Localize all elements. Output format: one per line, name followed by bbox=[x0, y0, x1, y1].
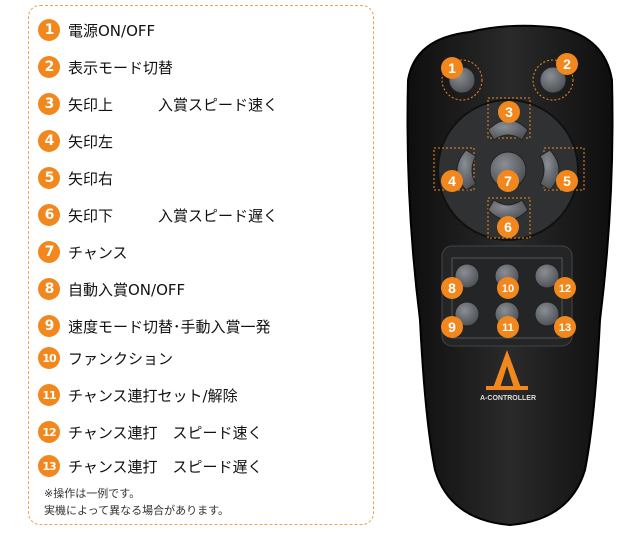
callout-1-text: 1 bbox=[448, 60, 456, 76]
callout-5-text: 5 bbox=[563, 173, 571, 189]
callout-9 bbox=[441, 316, 463, 338]
up-arrow-button bbox=[487, 119, 529, 141]
callout-10 bbox=[497, 277, 519, 299]
legend-item-11: 11 チャンス連打セット/解除 bbox=[38, 382, 238, 408]
callout-6-text: 6 bbox=[504, 219, 512, 235]
legend-item-6: 6 矢印下 入賞スピード遅く bbox=[38, 202, 278, 228]
legend-label-13: チャンス連打 スピード遅く bbox=[68, 457, 263, 476]
callout-10-text: 10 bbox=[502, 283, 514, 295]
legend-label-11: チャンス連打セット/解除 bbox=[68, 386, 238, 405]
callout-3 bbox=[498, 101, 520, 123]
callout-5 bbox=[556, 170, 578, 192]
legend-item-9: 9 速度モード切替･手動入賞一発 bbox=[38, 313, 271, 339]
legend-item-3: 3 矢印上 入賞スピード速く bbox=[38, 91, 278, 117]
legend-item-2: 2 表示モード切替 bbox=[38, 54, 173, 80]
legend-label-4: 矢印左 bbox=[68, 132, 114, 151]
number-badge-3: 3 bbox=[38, 93, 60, 115]
number-badge-10: 10 bbox=[38, 347, 60, 369]
callout-13-text: 13 bbox=[559, 322, 571, 334]
chance-fast-button bbox=[534, 263, 560, 289]
number-badge-4: 4 bbox=[38, 130, 60, 152]
callout-8 bbox=[441, 277, 463, 299]
legend-label-3: 矢印上 入賞スピード速く bbox=[68, 95, 279, 114]
legend-label-9: 速度モード切替･手動入賞一発 bbox=[68, 317, 271, 336]
legend-label-2: 表示モード切替 bbox=[68, 58, 174, 77]
legend-label-7: チャンス bbox=[68, 243, 128, 262]
legend-item-12: 12 チャンス連打 スピード速く bbox=[38, 419, 263, 445]
brand-text: A-CONTROLLER bbox=[480, 395, 536, 402]
legend-label-6: 矢印下 入賞スピード遅く bbox=[68, 206, 279, 225]
number-badge-5: 5 bbox=[38, 167, 60, 189]
callout-4 bbox=[441, 170, 463, 192]
callout-4-text: 4 bbox=[448, 173, 456, 189]
callout-9-text: 9 bbox=[448, 319, 456, 335]
mode-button bbox=[539, 66, 567, 94]
legend-item-4: 4 矢印左 bbox=[38, 128, 113, 154]
legend-item-10: 10 ファンクション bbox=[38, 345, 173, 371]
speed-mode-button bbox=[454, 301, 480, 327]
legend-panel bbox=[28, 5, 374, 525]
legend-label-1: 電源ON/OFF bbox=[68, 21, 156, 40]
legend-item-7: 7 チャンス bbox=[38, 239, 128, 265]
callout-11-text: 11 bbox=[502, 322, 514, 334]
callout-12-text: 12 bbox=[559, 283, 571, 295]
right-arrow-button bbox=[539, 149, 560, 191]
callout-2 bbox=[556, 53, 578, 75]
callout-6 bbox=[497, 216, 519, 238]
callout-2-text: 2 bbox=[563, 56, 571, 72]
legend-item-1: 1 電源ON/OFF bbox=[38, 17, 155, 43]
number-badge-12: 12 bbox=[38, 421, 60, 443]
number-badge-7: 7 bbox=[38, 241, 60, 263]
callout-7 bbox=[497, 170, 519, 192]
number-badge-6: 6 bbox=[38, 204, 60, 226]
note-line-1: ※操作は一例です。 bbox=[44, 487, 141, 500]
number-badge-11: 11 bbox=[38, 384, 60, 406]
callout-13 bbox=[554, 316, 576, 338]
callout-12 bbox=[554, 277, 576, 299]
legend-label-8: 自動入賞ON/OFF bbox=[68, 280, 186, 299]
legend-label-10: ファンクション bbox=[68, 349, 174, 368]
number-badge-13: 13 bbox=[38, 455, 60, 477]
legend-item-13: 13 チャンス連打 スピード遅く bbox=[38, 453, 263, 479]
number-badge-8: 8 bbox=[38, 278, 60, 300]
callout-3-text: 3 bbox=[505, 104, 513, 120]
logo-icon bbox=[493, 350, 521, 388]
callout-1 bbox=[441, 57, 463, 79]
note-line-2: 実機によって異なる場合があります。 bbox=[44, 504, 230, 517]
number-badge-1: 1 bbox=[38, 19, 60, 41]
legend-item-8: 8 自動入賞ON/OFF bbox=[38, 276, 185, 302]
number-badge-9: 9 bbox=[38, 315, 60, 337]
legend-label-12: チャンス連打 スピード速く bbox=[68, 423, 263, 442]
legend-label-5: 矢印右 bbox=[68, 169, 114, 188]
legend-item-5: 5 矢印右 bbox=[38, 165, 113, 191]
callout-7-text: 7 bbox=[504, 173, 512, 189]
number-badge-2: 2 bbox=[38, 56, 60, 78]
callout-11 bbox=[497, 316, 519, 338]
callout-8-text: 8 bbox=[448, 280, 456, 296]
chance-slow-button bbox=[534, 301, 560, 327]
